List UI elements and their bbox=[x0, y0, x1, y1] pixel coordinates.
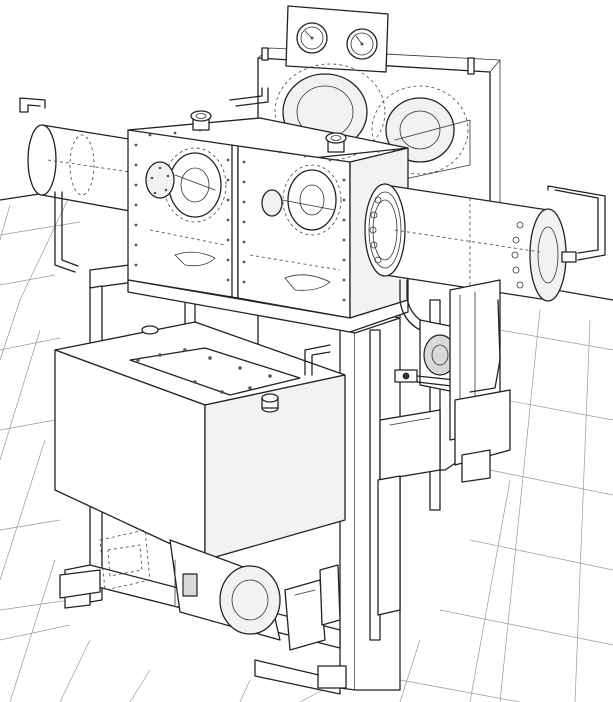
hydraulic-cylinder-icon bbox=[364, 183, 606, 331]
motor-icon bbox=[99, 529, 341, 651]
rear-drive-disc bbox=[385, 97, 455, 163]
gearbox-housing bbox=[127, 110, 409, 333]
gear-wheel-icon bbox=[145, 147, 227, 223]
return-pipe bbox=[229, 87, 269, 107]
pressure-gauge-icon bbox=[296, 22, 328, 54]
oil-tank bbox=[54, 321, 346, 561]
breather-fitting bbox=[325, 132, 347, 153]
tank-lid bbox=[129, 347, 301, 396]
pressure-gauge-icon bbox=[346, 28, 378, 60]
breather-fitting bbox=[190, 110, 212, 131]
floor-tile-grid bbox=[0, 179, 613, 702]
valve-assembly bbox=[377, 279, 511, 616]
hydraulic-cylinder-icon bbox=[19, 97, 136, 273]
gear-wheel-icon bbox=[261, 164, 342, 236]
